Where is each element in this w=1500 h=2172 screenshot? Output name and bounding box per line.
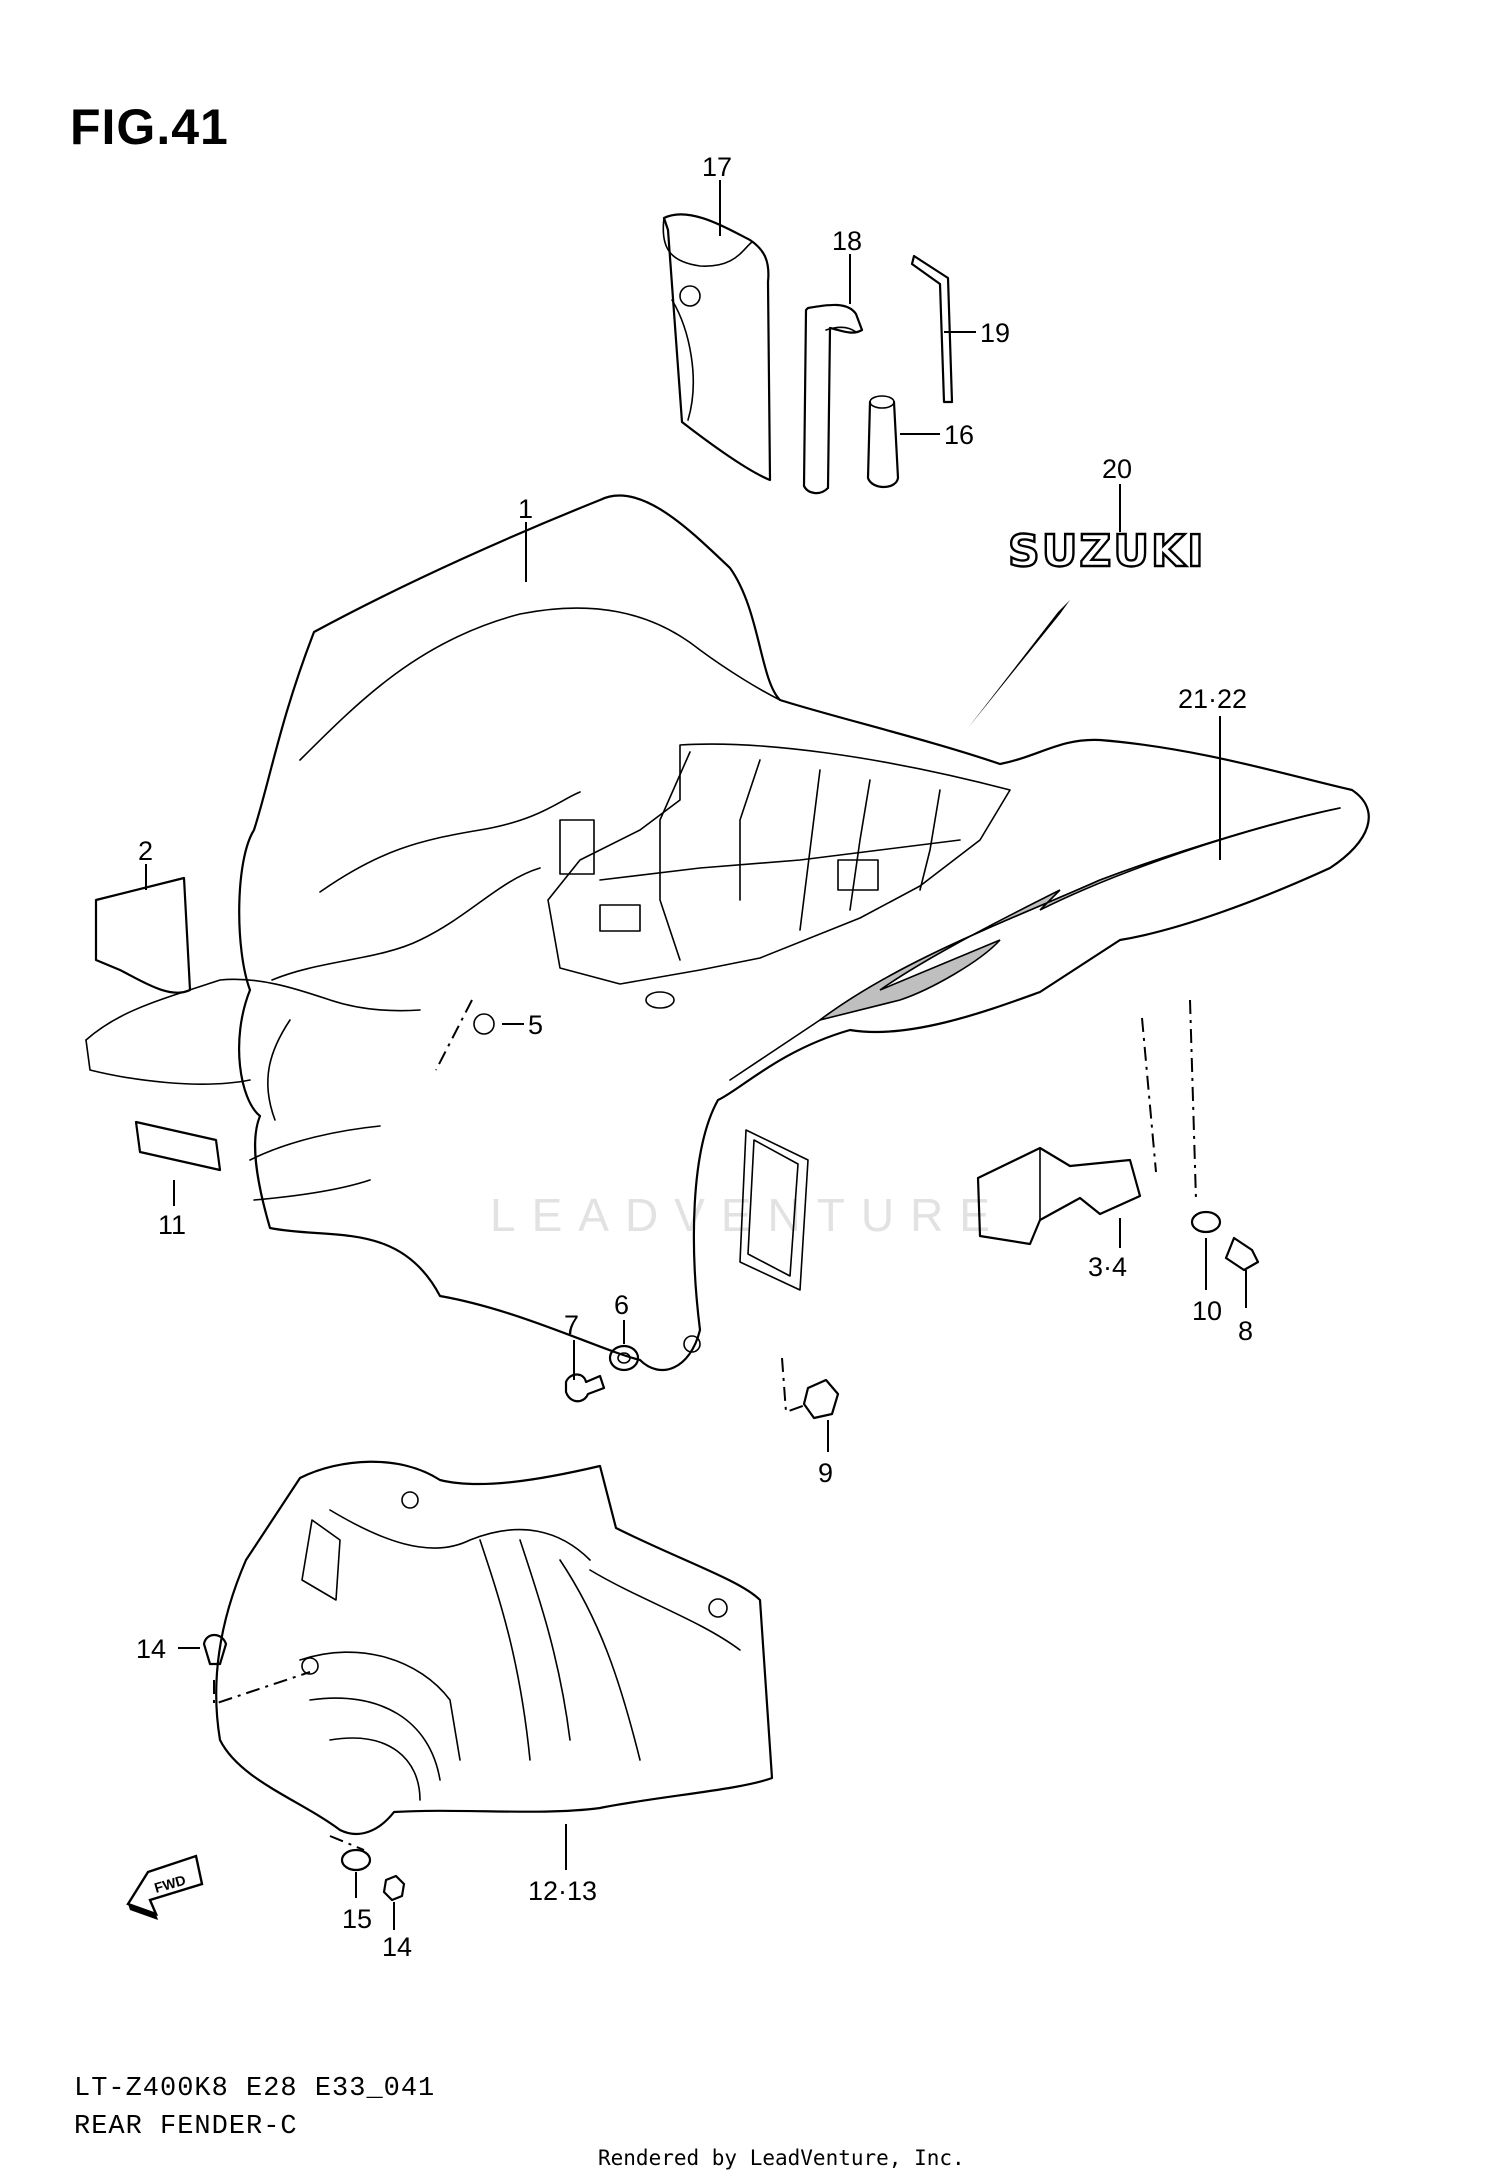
callout-8: 8	[1238, 1316, 1253, 1346]
washer-bolt-right	[1190, 1210, 1260, 1272]
nut-part	[781, 1357, 840, 1420]
leader-lines	[145, 180, 1247, 1930]
callout-3-4: 3·4	[1088, 1252, 1127, 1282]
direction-pointer	[968, 600, 1070, 728]
callout-14-upper: 14	[136, 1634, 166, 1664]
callout-11: 11	[158, 1210, 186, 1240]
model-code: LT-Z400K8 E28 E33_041	[74, 2074, 436, 2104]
clip-part	[435, 999, 495, 1071]
tool-pouch-part	[662, 213, 772, 482]
callout-1: 1	[518, 494, 533, 524]
bolt-washer-lower	[564, 1344, 640, 1403]
watermark: LEADVENTURE	[490, 1189, 1006, 1241]
callout-18: 18	[832, 226, 862, 256]
callout-19: 19	[980, 318, 1010, 348]
suzuki-emblem-part: SUZUKI	[1007, 525, 1206, 578]
figure-title: FIG.41	[70, 99, 229, 155]
callout-5: 5	[528, 1010, 543, 1040]
rear-fender-part	[85, 494, 1370, 1372]
tube-part	[866, 395, 900, 489]
callout-14-lower: 14	[382, 1932, 412, 1962]
callout-21-22: 21·22	[1178, 684, 1247, 714]
callout-7: 7	[564, 1310, 579, 1340]
bolt-lower	[329, 1835, 406, 1902]
callout-17: 17	[702, 152, 732, 182]
callout-10: 10	[1192, 1296, 1222, 1326]
render-credit: Rendered by LeadVenture, Inc.	[598, 2146, 965, 2170]
callout-15: 15	[342, 1904, 372, 1934]
callout-6: 6	[614, 1290, 629, 1320]
rubber-block-part	[134, 1120, 222, 1172]
spanner-part	[802, 303, 864, 495]
bolt-upper-left	[202, 1633, 311, 1706]
bracket-part	[976, 999, 1197, 1246]
callout-labels: 17 18 19 16 20 1 21·22 2 5 11 3·4 10 8 7…	[136, 152, 1253, 1962]
fwd-arrow-icon: FWD	[126, 1854, 204, 1920]
callout-20: 20	[1102, 454, 1132, 484]
section-name: REAR FENDER-C	[74, 2112, 298, 2142]
pad-part	[94, 876, 192, 994]
callout-9: 9	[818, 1458, 833, 1488]
callout-2: 2	[138, 836, 153, 866]
mud-guard-part	[215, 1460, 774, 1835]
callout-12-13: 12·13	[528, 1876, 597, 1906]
callout-16: 16	[944, 420, 974, 450]
washer-lower	[340, 1848, 372, 1872]
hex-key-part	[910, 254, 954, 404]
suzuki-emblem-label: SUZUKI	[1008, 526, 1206, 577]
